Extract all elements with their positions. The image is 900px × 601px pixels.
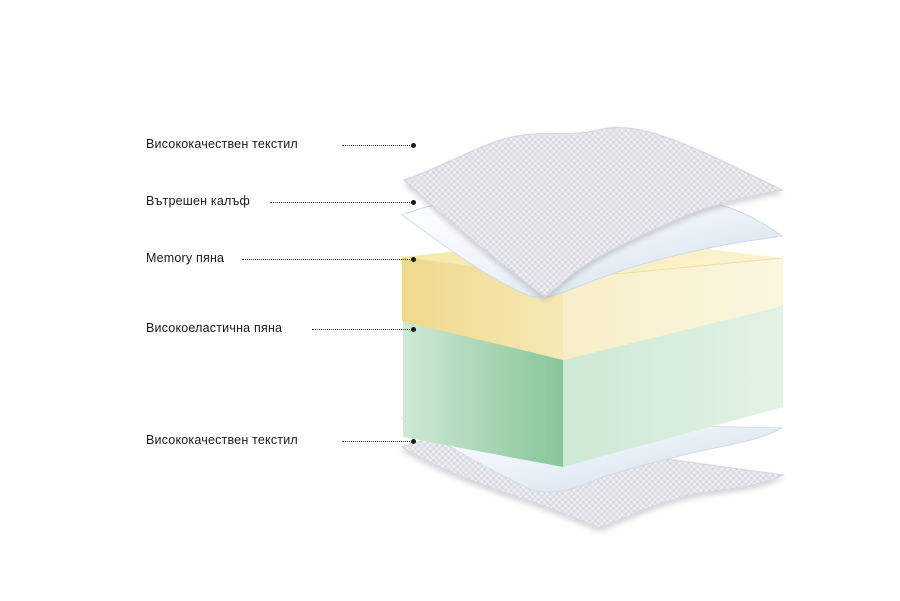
callout-dot (411, 439, 416, 444)
leader-line (242, 259, 412, 260)
callout-dot (411, 200, 416, 205)
callout-label-memory-foam: Memory пяна (146, 251, 225, 265)
callout-dot (411, 143, 416, 148)
leader-line (270, 202, 412, 203)
callout-dot (411, 257, 416, 262)
callout-label-high-elastic-foam: Високоеластична пяна (146, 321, 283, 335)
top-textile-layer (403, 126, 784, 298)
callout-label-bottom-textile: Висококачествен текстил (146, 433, 298, 447)
leader-line (312, 329, 412, 330)
callout-label-top-textile: Висококачествен текстил (146, 137, 298, 151)
leader-line (342, 441, 412, 442)
leader-line (342, 145, 412, 146)
callout-dot (411, 327, 416, 332)
callout-label-inner-cover: Вътрешен калъф (146, 194, 251, 208)
